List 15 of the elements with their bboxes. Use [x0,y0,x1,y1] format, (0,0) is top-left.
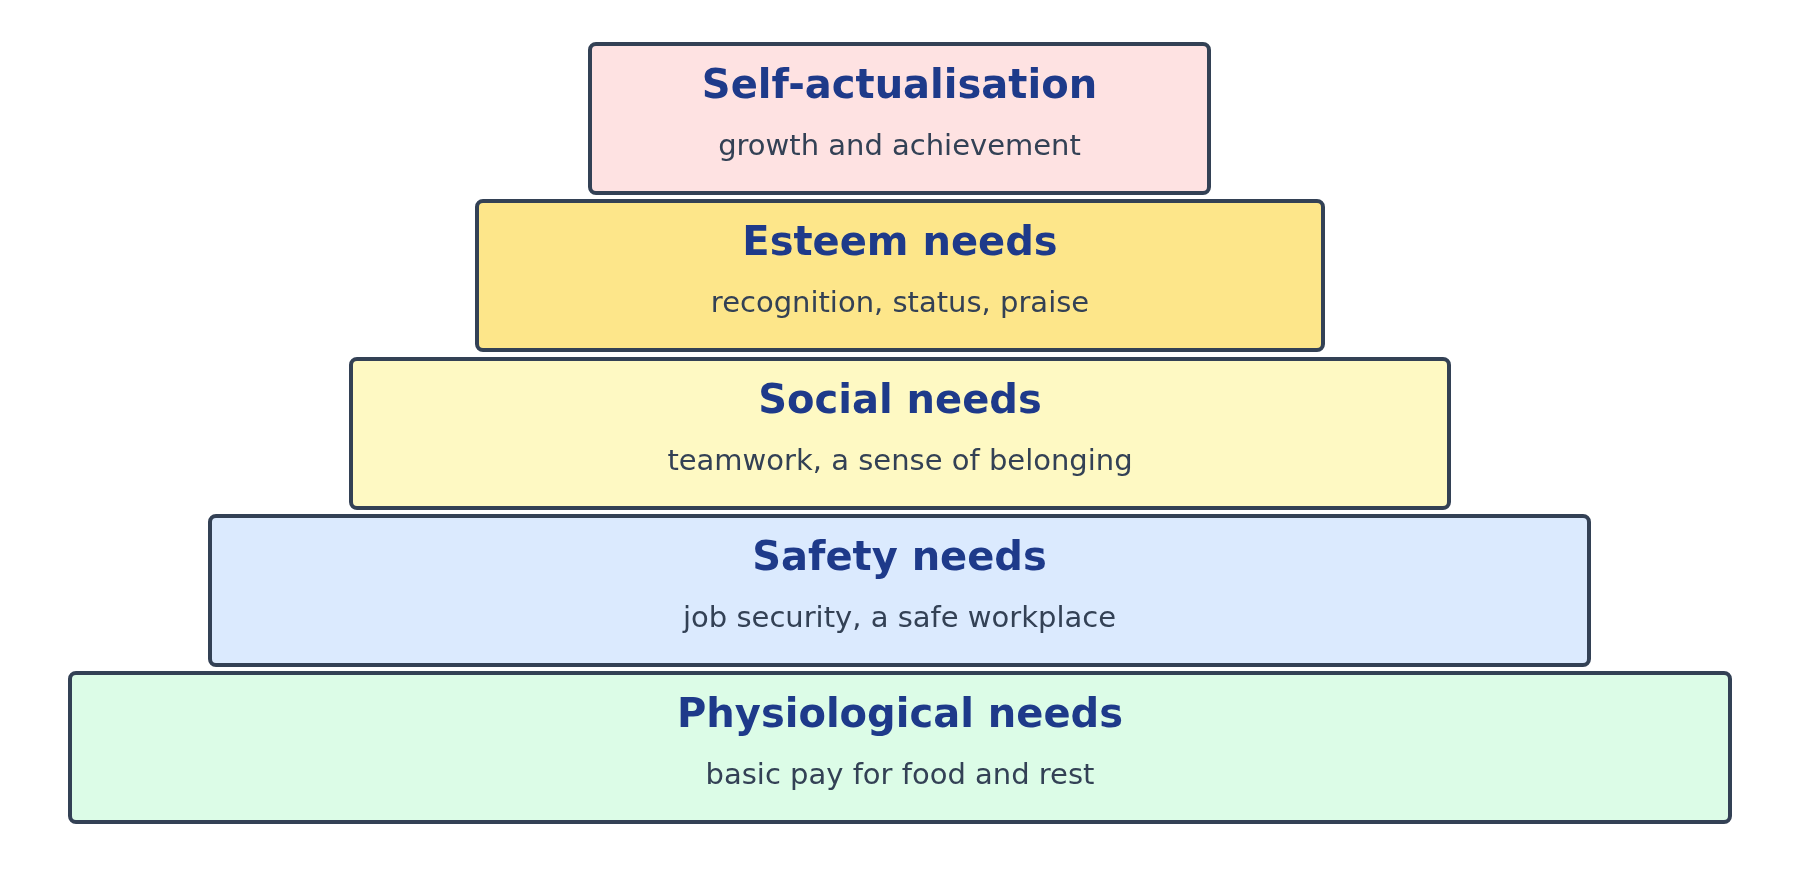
level-description: recognition, status, praise [710,284,1090,320]
level-title: Self-actualisation [701,60,1098,108]
pyramid-level [588,42,1211,195]
level-title: Safety needs [752,532,1047,580]
level-description: job security, a safe workplace [683,599,1116,635]
pyramid-level [208,514,1591,667]
pyramid-level [68,671,1732,824]
level-description: growth and achievement [718,127,1081,163]
pyramid-level [475,199,1325,352]
level-title: Social needs [758,375,1042,423]
level-title: Physiological needs [677,689,1123,737]
level-description: basic pay for food and rest [705,756,1095,792]
level-title: Esteem needs [742,217,1058,265]
pyramid-level [349,357,1451,510]
level-description: teamwork, a sense of belonging [667,442,1133,478]
